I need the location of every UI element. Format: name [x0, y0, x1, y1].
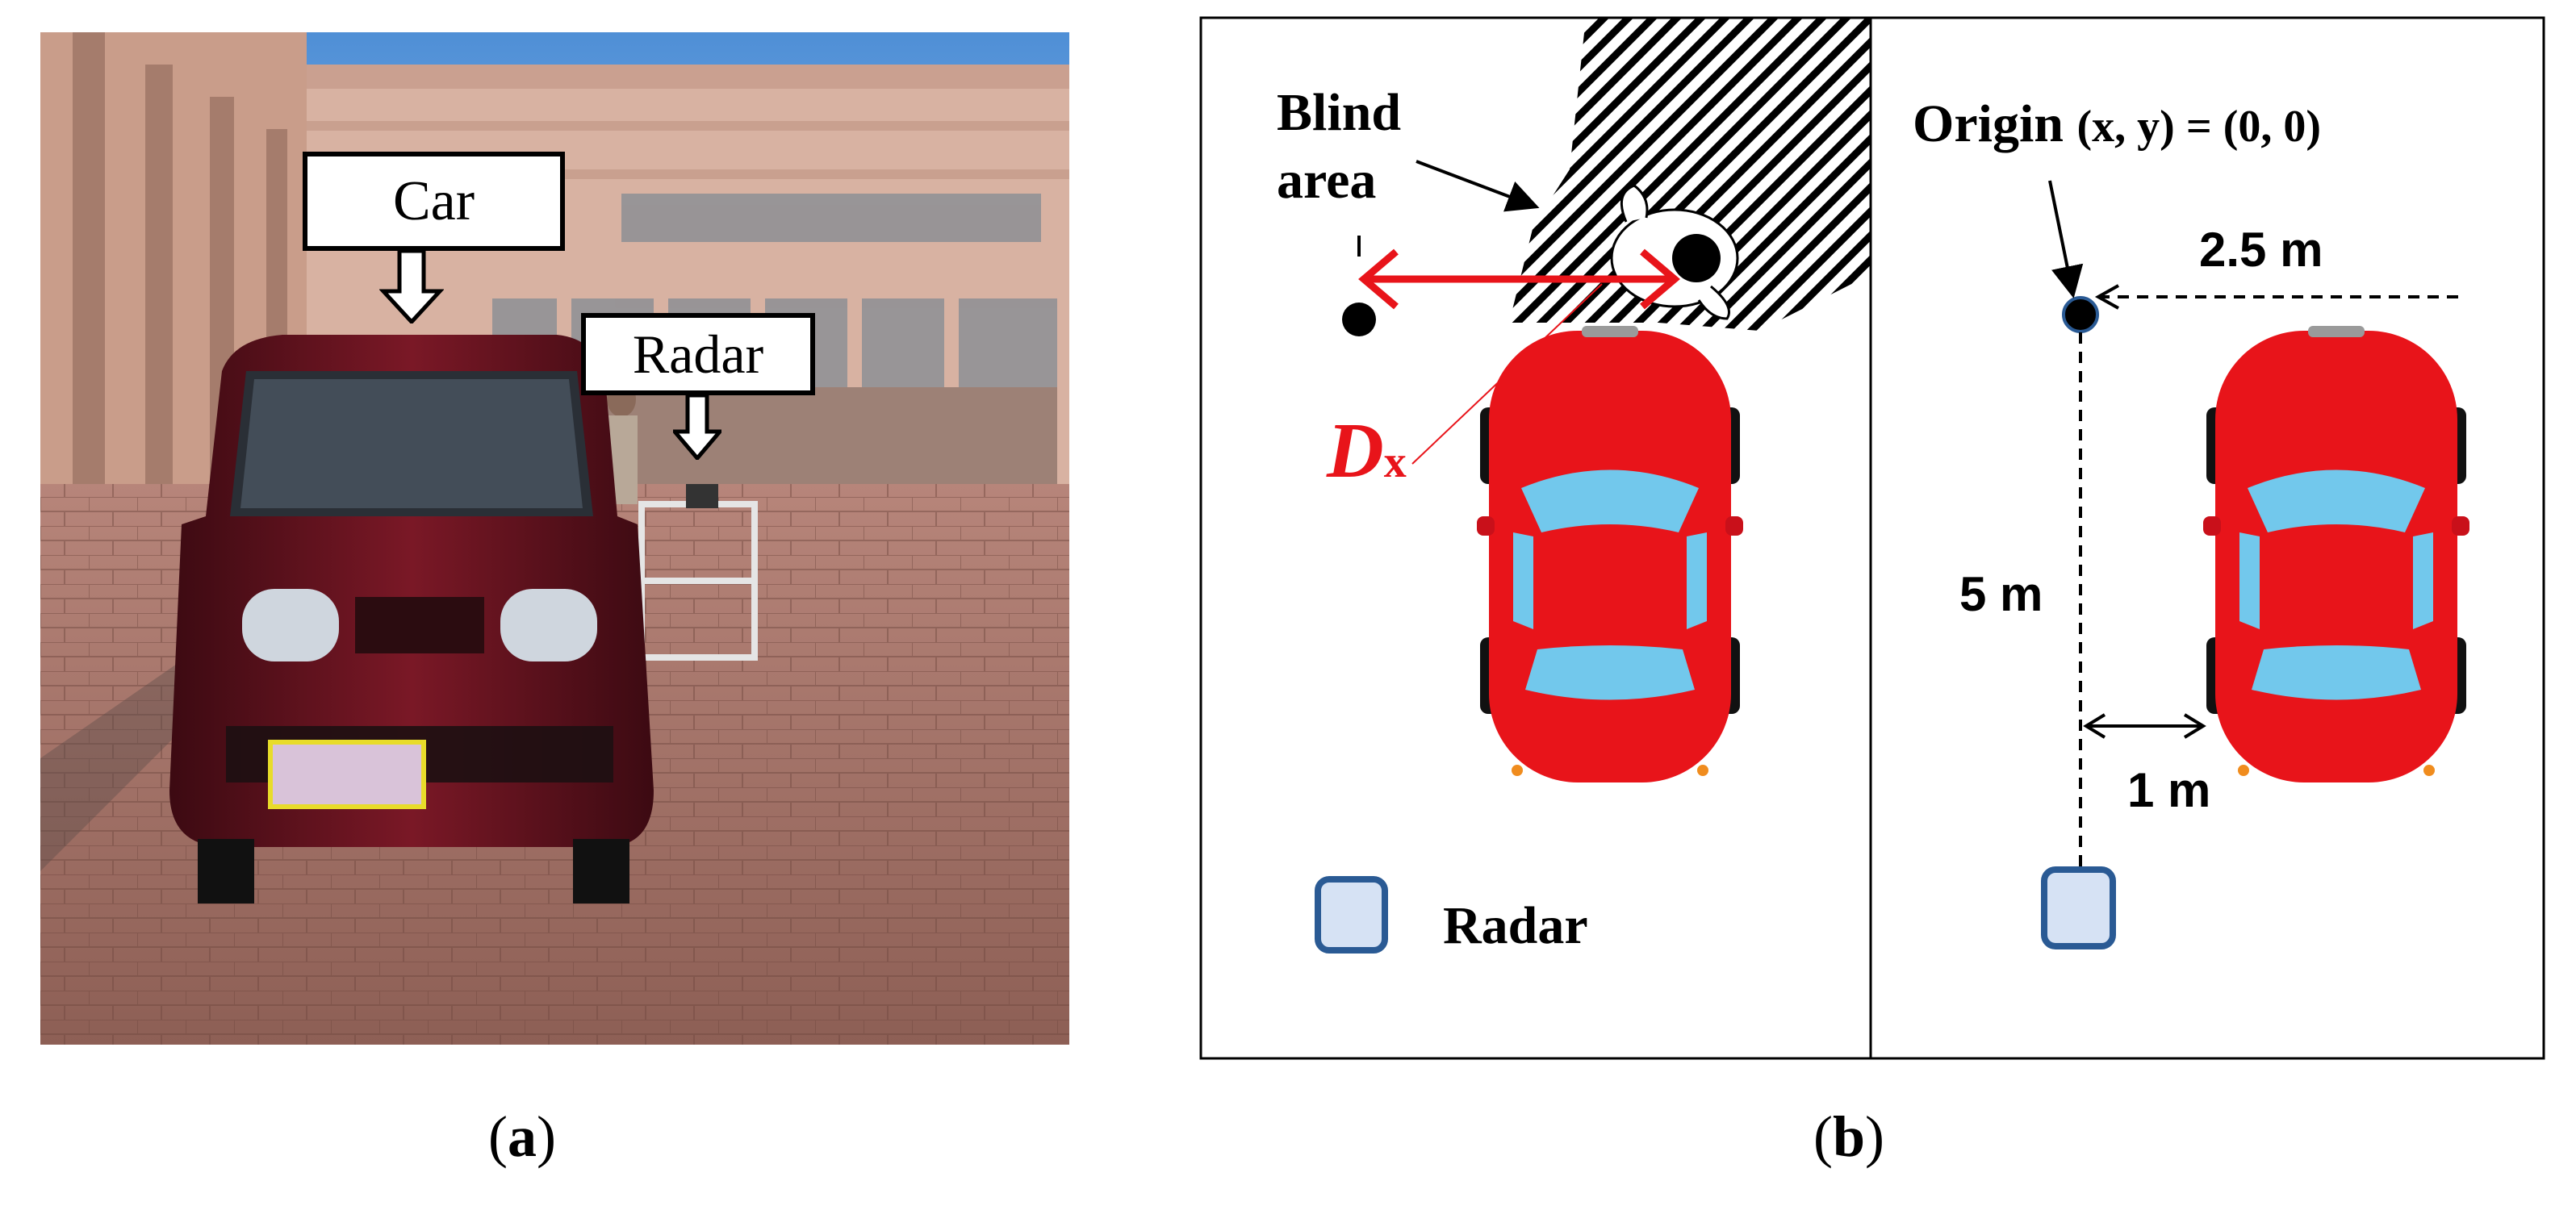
radar-diagram-label: Radar	[1443, 896, 1588, 955]
blind-area-label: Blind area	[1277, 79, 1401, 215]
radar-label-box: Radar	[581, 313, 815, 395]
photo-illustration	[40, 32, 1069, 1045]
radar-arrow-icon	[673, 395, 721, 460]
car-arrow-icon	[379, 251, 444, 323]
dx-label: Dx	[1327, 411, 1407, 490]
car-label: Car	[392, 169, 475, 232]
car-label-box: Car	[303, 152, 565, 251]
car-top-view-left	[1477, 326, 1743, 782]
blind-area-pointer	[1416, 160, 1540, 212]
start-point	[1342, 303, 1376, 336]
dist-1-label: 1 m	[2127, 763, 2211, 817]
dist-5-label: 5 m	[1959, 567, 2043, 621]
caption-a: (a)	[488, 1104, 556, 1169]
dx-sub: x	[1383, 437, 1407, 487]
dist-2-5-label: 2.5 m	[2199, 223, 2323, 277]
origin-point	[2062, 296, 2099, 333]
blind-label-line1: Blind	[1277, 83, 1402, 142]
blind-label-line2: area	[1277, 151, 1377, 210]
photo-panel-a	[40, 32, 1069, 1045]
dim-arrow-1m	[2083, 713, 2206, 739]
dx-main: D	[1327, 407, 1384, 495]
car-top-view-right	[2203, 326, 2469, 782]
radar-photo-label: Radar	[632, 323, 764, 385]
origin-pointer	[2048, 180, 2084, 298]
origin-label: Origin (x, y) = (0, 0)	[1913, 94, 2321, 155]
car-photo	[169, 335, 654, 903]
caption-b-letter: b	[1832, 1104, 1866, 1169]
caption-a-letter: a	[507, 1104, 537, 1169]
caption-b: (b)	[1813, 1104, 1885, 1169]
origin-word: Origin	[1913, 94, 2064, 153]
dx-arrow	[1358, 248, 1680, 465]
radar-icon-left	[1315, 876, 1388, 954]
origin-coords: (x, y) = (0, 0)	[2076, 102, 2322, 152]
radar-icon-right	[2041, 866, 2116, 949]
